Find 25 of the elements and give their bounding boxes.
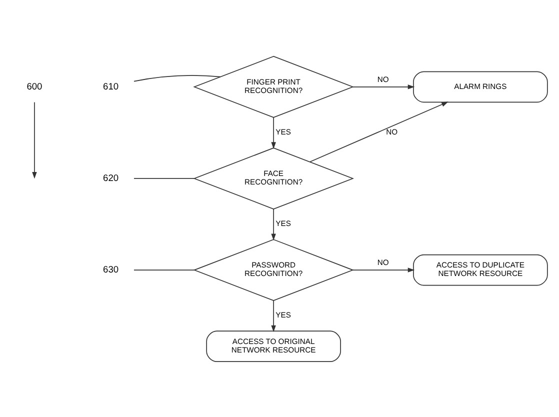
edge-label: NO (386, 127, 398, 136)
node-box: ACCESS TO DUPLICATE NETWORK RESOURCE (413, 254, 548, 286)
connector (134, 74, 221, 82)
arrow (309, 101, 448, 162)
arrow (271, 116, 276, 148)
node-diamond: FACE RECOGNITION? (193, 147, 354, 209)
node-text: 620 (103, 172, 119, 182)
arrow (352, 267, 415, 272)
edge-label: NO (377, 74, 389, 84)
arrow (32, 101, 37, 178)
node-box: ALARM RINGS (413, 70, 548, 102)
node-diamond: PASSWORD RECOGNITION? (193, 238, 354, 301)
node-text: 600 (26, 80, 42, 91)
arrow (271, 300, 276, 332)
edge-label: YES (276, 127, 291, 136)
edge-label: YES (276, 218, 291, 228)
arrow (271, 208, 276, 240)
edge-label: NO (377, 258, 389, 267)
connector (134, 269, 195, 270)
edge-label: YES (276, 310, 291, 320)
node-diamond: FINGER PRINT RECOGNITION? (193, 55, 354, 118)
node-text: 630 (103, 264, 119, 274)
node-box: ACCESS TO ORIGINAL NETWORK RESOURCE (206, 330, 341, 362)
node-text: 610 (103, 80, 119, 91)
arrow (352, 84, 415, 89)
